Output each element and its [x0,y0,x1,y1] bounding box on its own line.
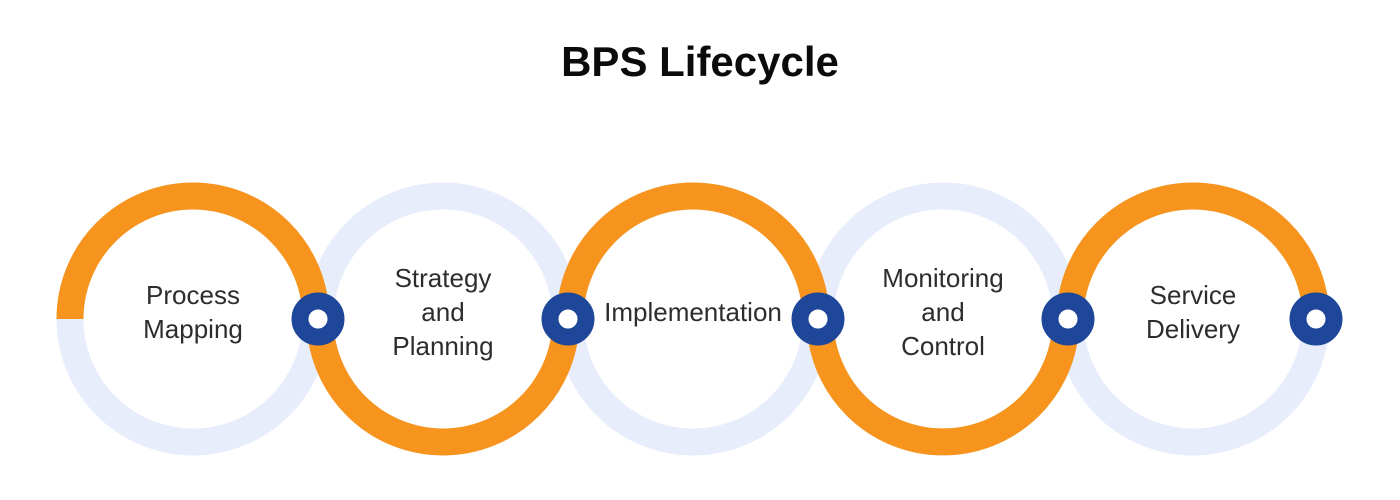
diagram-title: BPS Lifecycle [561,38,839,85]
stage-label-implementation: Implementation [604,297,782,327]
connector-node-icon-2 [541,292,595,346]
connector-node-icon-3 [791,292,845,346]
stage-label-process-mapping: Process Mapping [143,280,243,344]
stage-arc-3-top [556,182,830,320]
connector-node-icon-5 [1289,292,1343,346]
stage-label-service-delivery: Service Delivery [1146,280,1240,344]
stage-arc-2-bottom [306,318,580,456]
connector-node-icon-4 [1041,292,1095,346]
stage-arc-5-top [1056,182,1330,320]
stage-arc-4-bottom [806,318,1080,456]
stage-label-monitoring-control: Monitoring and Control [882,263,1004,361]
connector-node-icon-1 [291,292,345,346]
stage-arc-1-top [56,182,330,320]
stage-label-strategy-planning: Strategy and Planning [392,263,494,361]
